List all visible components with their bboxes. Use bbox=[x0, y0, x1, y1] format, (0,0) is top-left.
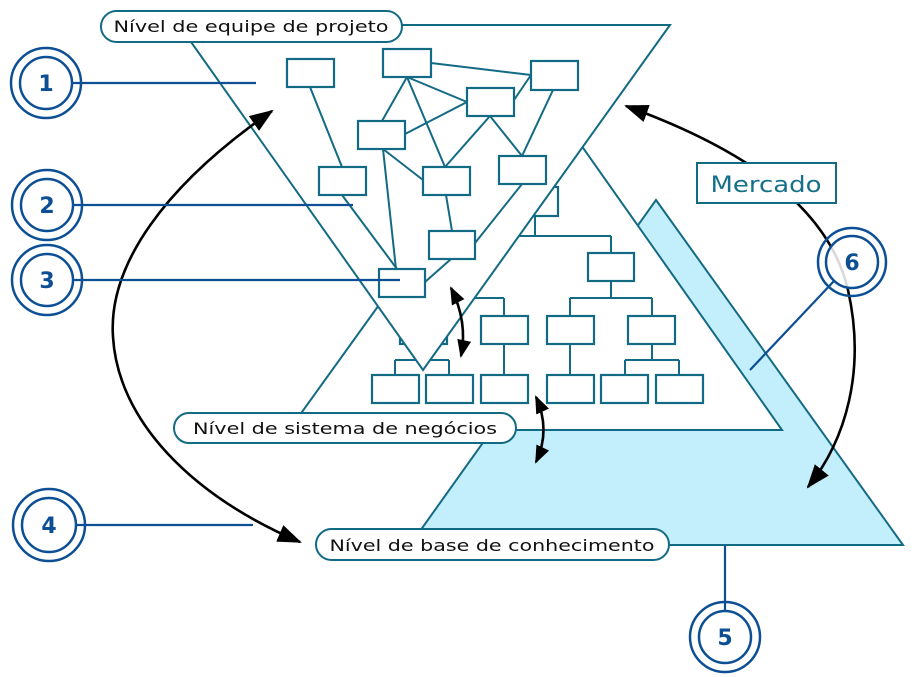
team-box bbox=[381, 47, 433, 79]
market-box bbox=[696, 162, 837, 204]
callout-number: 3 bbox=[39, 269, 54, 294]
team-connector bbox=[406, 76, 446, 168]
org-box bbox=[586, 251, 636, 283]
callout-ring-outer bbox=[688, 600, 762, 674]
level-label-pill bbox=[315, 528, 670, 561]
team-business-arrow bbox=[449, 286, 472, 358]
level-label-text: Nível de sistema de negócios bbox=[193, 419, 497, 438]
team-connector bbox=[309, 86, 343, 168]
callout-badge-5: 5 bbox=[688, 600, 762, 674]
team-network bbox=[285, 47, 580, 299]
team-box bbox=[377, 267, 427, 299]
team-connector bbox=[382, 148, 424, 181]
level-label-team: Nível de equipe de projeto bbox=[100, 10, 403, 43]
team-box bbox=[497, 154, 548, 186]
org-box bbox=[424, 373, 475, 405]
team-connector bbox=[513, 74, 532, 101]
team-box bbox=[317, 165, 368, 197]
callout-number: 4 bbox=[41, 514, 56, 539]
level-label-text: Nível de base de conhecimento bbox=[330, 536, 655, 555]
org-box bbox=[479, 314, 530, 346]
callout-ring-inner bbox=[19, 252, 75, 308]
callout-ring-outer bbox=[10, 243, 84, 317]
callout-line-6 bbox=[749, 280, 835, 371]
callout-ring-inner bbox=[20, 496, 78, 554]
team-connector bbox=[474, 183, 523, 244]
callout-ring-outer bbox=[816, 226, 888, 298]
business-knowledge-arrow bbox=[534, 395, 550, 464]
team-box bbox=[427, 229, 477, 261]
market-text: Mercado bbox=[711, 173, 822, 198]
team-box bbox=[285, 57, 336, 89]
callout-ring-inner bbox=[18, 55, 74, 111]
callout-badge-1: 1 bbox=[9, 46, 83, 120]
team-connector bbox=[341, 194, 398, 270]
callout-ring-outer bbox=[9, 46, 83, 120]
team-connector bbox=[445, 194, 453, 232]
team-box bbox=[465, 86, 516, 118]
team-connector bbox=[489, 115, 523, 157]
market-label: Mercado bbox=[696, 162, 837, 204]
callout-badge-3: 3 bbox=[10, 243, 84, 317]
team-connector bbox=[444, 115, 491, 168]
team-box bbox=[356, 119, 407, 151]
level-label-business: Nível de sistema de negócios bbox=[173, 412, 517, 444]
org-box bbox=[545, 373, 596, 405]
team-connector bbox=[430, 62, 532, 76]
team-knowledge-arrow bbox=[111, 109, 302, 544]
level-label-pill bbox=[100, 10, 403, 43]
callout-number: 6 bbox=[844, 251, 859, 276]
callout-number: 1 bbox=[38, 72, 53, 97]
org-box bbox=[654, 373, 705, 405]
callout-number: 2 bbox=[39, 194, 54, 219]
team-connector bbox=[404, 101, 468, 135]
team-connector bbox=[521, 89, 554, 157]
callout-number: 5 bbox=[717, 626, 732, 651]
org-box bbox=[545, 314, 596, 346]
team-connector bbox=[382, 148, 397, 270]
org-box bbox=[599, 373, 650, 405]
team-box bbox=[529, 59, 580, 92]
callout-badge-2: 2 bbox=[10, 168, 84, 242]
callout-ring-outer bbox=[10, 168, 84, 242]
callout-ring-outer bbox=[11, 487, 87, 563]
team-connector bbox=[381, 76, 408, 122]
level-label-text: Nível de equipe de projeto bbox=[114, 17, 389, 36]
callout-badge-6: 6 bbox=[816, 226, 888, 298]
callout-ring-inner bbox=[19, 177, 75, 233]
callout-ring-inner bbox=[697, 609, 753, 665]
team-connector bbox=[424, 258, 452, 283]
team-connector bbox=[406, 76, 468, 103]
level-label-knowledge: Nível de base de conhecimento bbox=[315, 528, 670, 561]
org-box bbox=[479, 373, 530, 405]
org-box bbox=[626, 314, 677, 346]
callout-badge-4: 4 bbox=[11, 487, 87, 563]
callout-ring-inner bbox=[824, 234, 880, 290]
org-box bbox=[370, 373, 421, 405]
team-box bbox=[421, 165, 472, 197]
